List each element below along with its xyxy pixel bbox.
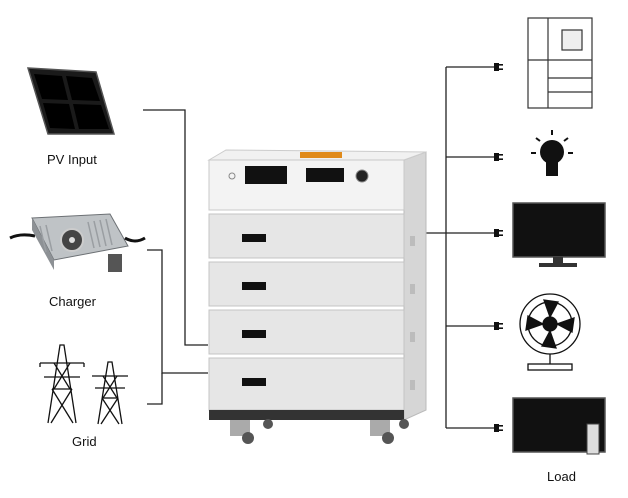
control-panel [306, 168, 344, 182]
solar-panel-icon [26, 67, 115, 135]
refrigerator-icon [527, 17, 593, 109]
television-icon [512, 397, 606, 455]
pv-line [143, 109, 208, 346]
battery-charger-icon [9, 213, 146, 272]
fan-icon [519, 293, 581, 371]
plug-icons [494, 63, 503, 432]
battery-cabinet [207, 149, 427, 444]
grid-label: Grid [72, 434, 97, 449]
connection-lines [143, 66, 494, 429]
power-pylon-icon [39, 344, 128, 425]
load-label: Load [547, 469, 576, 484]
wheels [230, 419, 409, 444]
power-button [355, 169, 369, 183]
monitor-icon [512, 202, 606, 267]
charger-line [147, 249, 208, 374]
charger-label: Charger [49, 294, 96, 309]
light-bulb-icon [531, 130, 573, 176]
module-switches [242, 234, 266, 386]
grid-line [147, 373, 163, 405]
pv-input-label: PV Input [47, 152, 97, 167]
display-screen [245, 166, 287, 184]
battery-modules [208, 213, 405, 411]
